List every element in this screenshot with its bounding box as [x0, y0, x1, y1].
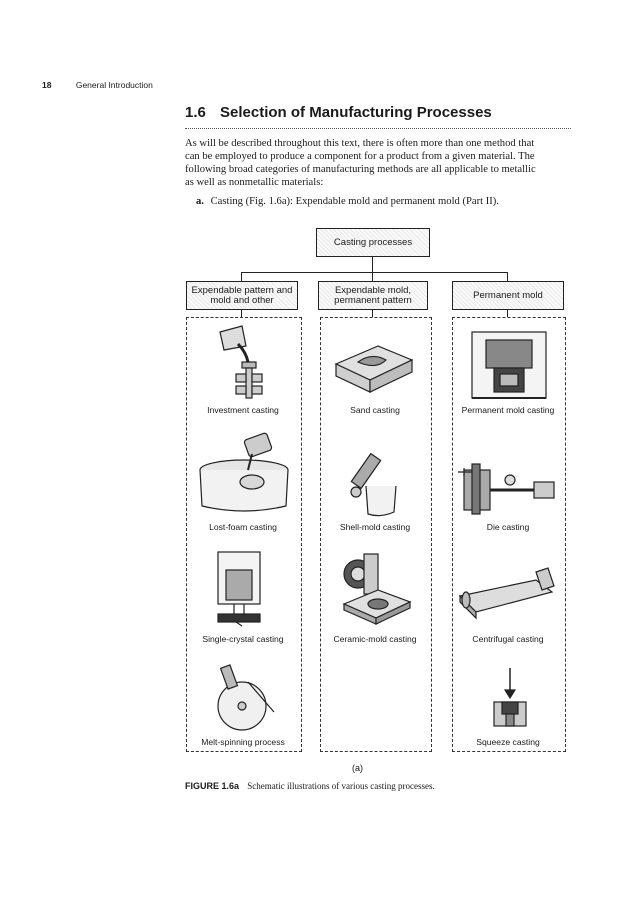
- root-box-casting-processes: Casting processes: [316, 228, 430, 257]
- investment-casting-illustration: [219, 325, 263, 399]
- figure-caption: FIGURE 1.6a Schematic illustrations of v…: [185, 781, 435, 791]
- column-expendable-mold: [320, 317, 432, 752]
- category-box-expendable-mold: Expendable mold, permanent pattern: [318, 281, 428, 310]
- connector-left: [241, 272, 242, 281]
- column-expendable-pattern: [186, 317, 302, 752]
- section-rule: [185, 128, 571, 129]
- intro-paragraph: As will be described throughout this tex…: [185, 137, 571, 189]
- melt-spinning-illustration: [217, 664, 275, 731]
- category-box-expendable-pattern: Expendable pattern and mold and other: [186, 281, 298, 310]
- category-box-permanent-mold: Permanent mold: [452, 281, 564, 310]
- ceramic-mold-casting-illustration: [342, 553, 412, 625]
- process-label: Single-crystal casting: [202, 634, 284, 644]
- root-box-label: Casting processes: [333, 236, 413, 248]
- category-label: Expendable pattern and mold and other: [191, 284, 293, 306]
- process-label: Melt-spinning process: [201, 737, 285, 747]
- sand-casting-illustration: [334, 345, 414, 393]
- centrifugal-casting-illustration: [458, 567, 555, 620]
- section-number: 1.6: [185, 104, 206, 121]
- process-label: Die casting: [486, 522, 530, 532]
- lost-foam-casting-illustration: [199, 432, 289, 512]
- list-item-text: Casting (Fig. 1.6a): Expendable mold and…: [210, 196, 499, 207]
- squeeze-casting-illustration: [493, 668, 527, 727]
- running-header: 18 General Introduction: [42, 80, 153, 90]
- die-casting-illustration: [458, 463, 555, 515]
- process-label: Permanent mold casting: [461, 405, 555, 415]
- paragraph-line: As will be described throughout this tex…: [185, 138, 535, 149]
- single-crystal-casting-illustration: [217, 551, 261, 627]
- shell-mold-casting-illustration: [350, 452, 397, 517]
- process-label: Squeeze casting: [476, 737, 540, 747]
- connector-middle: [372, 272, 373, 281]
- section-heading: 1.6 Selection of Manufacturing Processes: [185, 104, 492, 121]
- connector-cat3: [507, 309, 508, 317]
- connector-horizontal: [241, 272, 508, 273]
- running-title: General Introduction: [75, 80, 153, 90]
- connector-cat2: [372, 309, 373, 317]
- process-label: Sand casting: [350, 405, 400, 415]
- paragraph-line: can be employed to produce a component f…: [185, 151, 535, 162]
- figure-sub-label: (a): [352, 763, 363, 773]
- process-label: Ceramic-mold casting: [333, 634, 417, 644]
- process-label: Lost-foam casting: [209, 522, 277, 532]
- process-label: Shell-mold casting: [339, 522, 411, 532]
- figure-caption-label: FIGURE 1.6a: [185, 781, 240, 791]
- category-label: Expendable mold, permanent pattern: [334, 284, 412, 306]
- connector-cat1: [241, 309, 242, 317]
- process-label: Investment casting: [207, 405, 279, 415]
- paragraph-line: as well as nonmetallic materials:: [185, 177, 324, 188]
- page-number: 18: [42, 80, 52, 90]
- process-label: Centrifugal casting: [472, 634, 544, 644]
- list-item-label: a.: [196, 196, 204, 207]
- connector-right: [507, 272, 508, 281]
- section-title: Selection of Manufacturing Processes: [220, 104, 492, 121]
- list-item-casting: a. Casting (Fig. 1.6a): Expendable mold …: [196, 196, 499, 207]
- category-label: Permanent mold: [473, 289, 543, 301]
- column-permanent-mold: [452, 317, 566, 752]
- figure-caption-text: Schematic illustrations of various casti…: [247, 781, 435, 791]
- permanent-mold-casting-illustration: [471, 331, 547, 399]
- paragraph-line: following broad categories of manufactur…: [185, 164, 536, 175]
- connector-root: [372, 256, 373, 272]
